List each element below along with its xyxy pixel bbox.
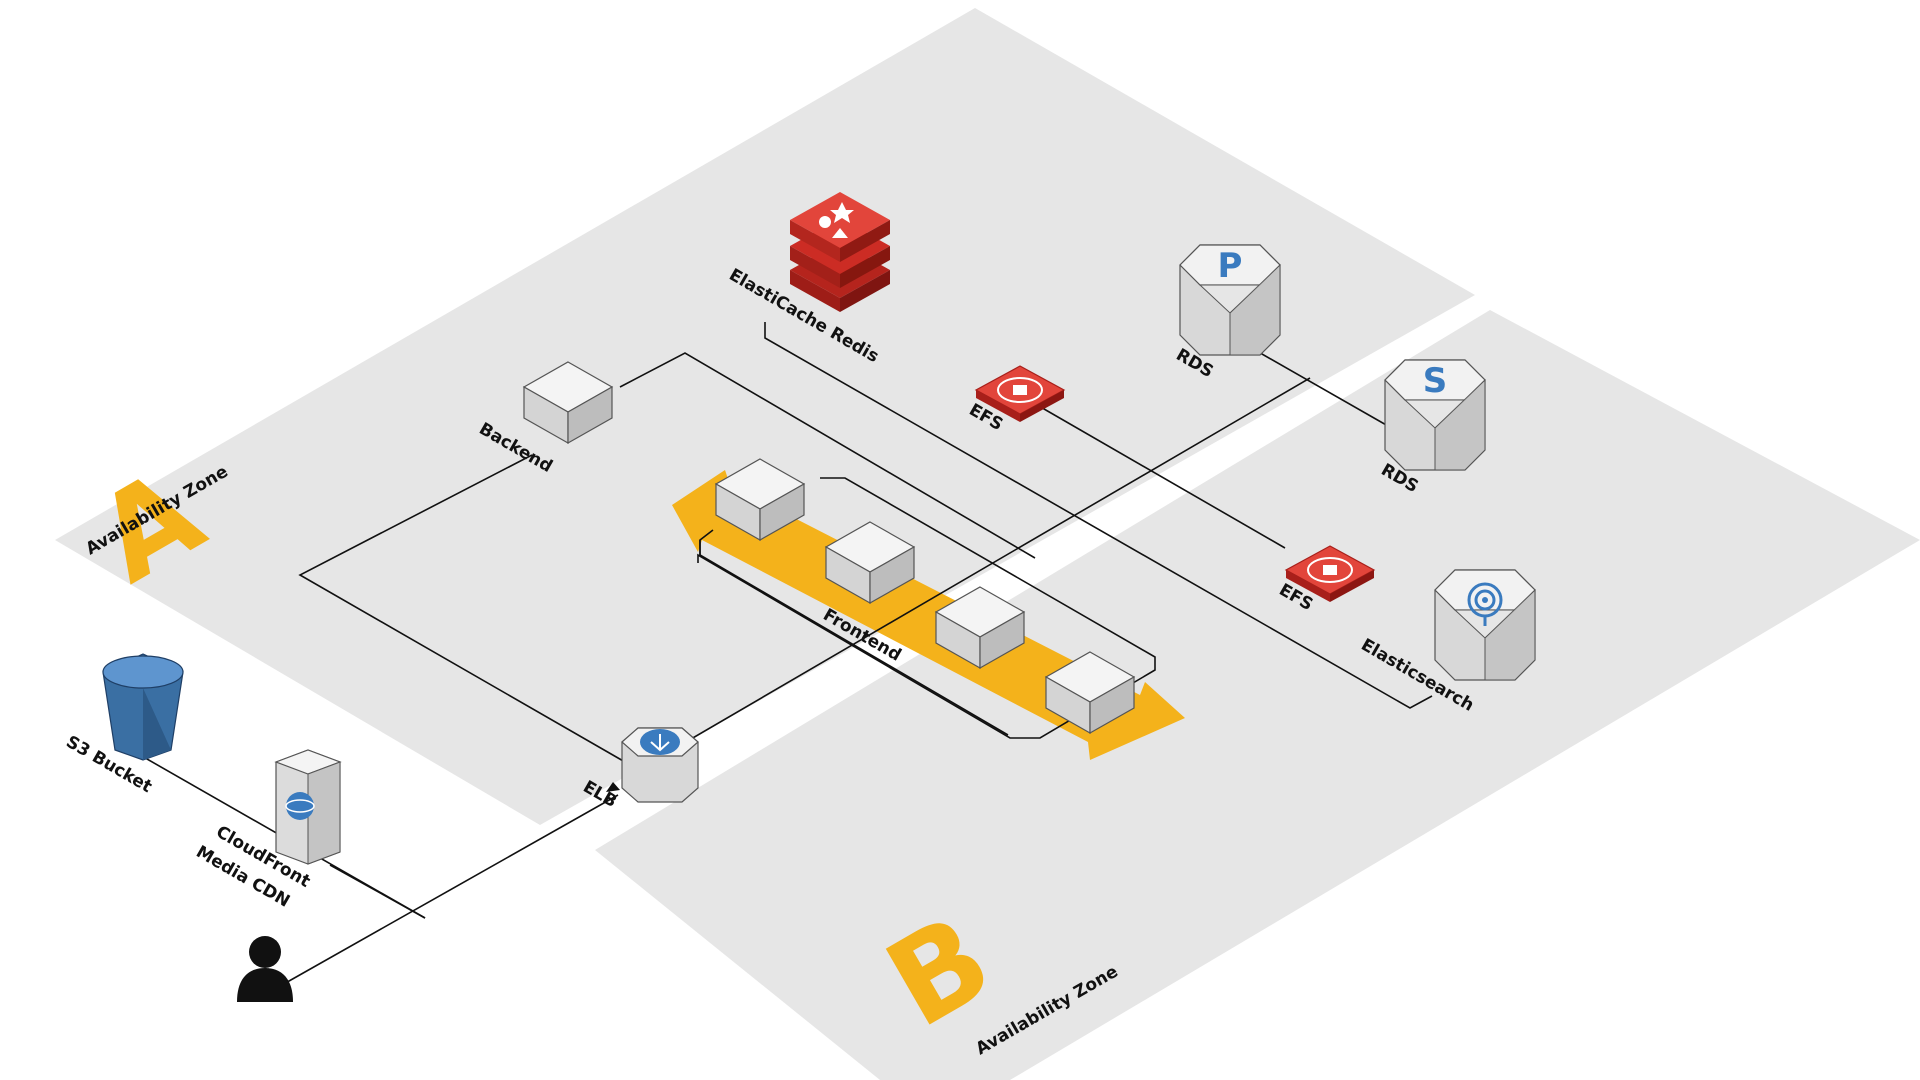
cloudfront-icon[interactable]	[274, 749, 342, 865]
elasticsearch-icon[interactable]	[1434, 569, 1536, 681]
rds-p-glyph: P	[1218, 246, 1243, 286]
user-icon[interactable]	[237, 936, 293, 1002]
rds-postgres-icon[interactable]: P	[1179, 244, 1281, 356]
arrow-into-elb	[606, 782, 620, 792]
s3-bucket-icon[interactable]	[102, 653, 184, 761]
rds-secondary-icon[interactable]: S	[1384, 359, 1486, 471]
elasticache-redis-icon[interactable]	[790, 192, 890, 312]
elb-icon[interactable]	[621, 727, 699, 803]
rds-s-glyph: S	[1423, 361, 1448, 401]
availability-zone-a-plane	[55, 8, 1475, 825]
availability-zone-b-plane	[595, 310, 1920, 1080]
